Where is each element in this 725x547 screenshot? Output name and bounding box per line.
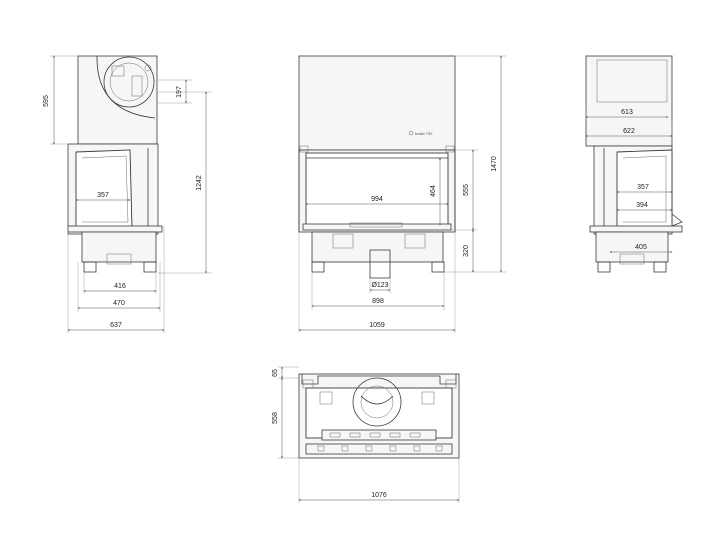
front-chimney-hood [298,55,456,151]
left-chimney-hood [77,55,158,145]
front-glass [305,152,449,226]
left-flue-outlet [103,56,155,108]
dim-front-glass-height: 464 [430,185,437,197]
front-door-handle [349,222,403,228]
right-legs-frame [595,231,669,263]
front-corner-right [445,145,455,153]
dim-left-total-height: 1242 [196,175,203,191]
front-view: kratki 700 994 464 555 320 1470 [298,55,506,333]
right-glass-inner [622,155,667,223]
dim-left-base-inner: 416 [114,283,126,290]
left-base-plate [67,225,163,233]
left-legs-frame [81,231,157,263]
brand-label: kratki 700 [415,131,433,136]
dim-left-base-outer: 470 [113,300,125,307]
left-flue-bolt [144,64,152,72]
plan-rear-edge [301,374,457,385]
right-hood-panel [596,59,668,103]
plan-grate-slots [329,432,421,438]
front-legs-frame [311,231,444,263]
plan-view: 65 558 1076 [272,366,460,503]
left-foot-b [143,261,157,273]
dim-plan-depth: 558 [272,412,279,424]
front-side-frame [298,150,456,232]
dim-front-base-width: 898 [372,298,384,305]
left-leg-block [106,253,132,265]
dim-front-flue-diameter: Ø123 [371,282,388,289]
right-door-hinge [671,213,683,227]
dim-left-overall-width: 637 [110,322,122,329]
left-foot-a [83,261,97,273]
plan-flue-deflector [360,395,394,405]
dim-front-glass-width: 994 [371,196,383,203]
front-vent-right [404,233,426,249]
dim-right-top-inner: 613 [621,109,633,116]
dim-plan-rear-offset: 65 [272,369,279,377]
right-foot-b [653,261,667,273]
plan-front-ledge [305,443,453,455]
dim-front-door-height: 555 [463,184,470,196]
plan-bracket-right [421,391,435,405]
front-corner-left [299,145,309,153]
dim-front-overall-width: 1059 [369,322,385,329]
dim-right-glass-depth-a: 357 [637,184,649,191]
right-side-view: 613 622 357 394 405 [585,55,683,273]
front-flue-pipe [369,249,391,279]
right-chimney-hood [585,55,673,147]
left-flue-inner [109,62,149,102]
right-foot-a [597,261,611,273]
dim-front-base-height: 320 [463,245,470,257]
plan-flue-outlet [352,377,402,427]
dim-plan-overall-width: 1076 [371,492,387,499]
dim-left-glass-depth: 357 [97,192,109,199]
plan-front-grate [321,429,437,441]
front-foot-left [311,261,325,273]
plan-flue-inner [360,385,394,419]
left-glass-inner [81,155,129,223]
left-flue-detail-2 [131,75,143,97]
dim-front-total-height: 1470 [491,156,498,172]
dim-right-base-width: 405 [635,244,647,251]
right-base-plate [589,225,683,233]
front-vent-left [332,233,354,249]
front-foot-right [431,261,445,273]
dim-right-top-outer: 622 [623,128,635,135]
left-flue-detail [111,65,125,77]
left-side-view: 595 197 1242 357 416 470 637 [43,55,212,333]
right-leg-block [619,253,645,265]
brand-logo-icon [408,130,414,136]
plan-bracket-left [319,391,333,405]
dim-right-glass-depth-b: 394 [636,202,648,209]
left-side-glass [75,149,133,229]
plan-ledge-marks [317,445,443,452]
dim-left-top-height: 595 [43,95,50,107]
